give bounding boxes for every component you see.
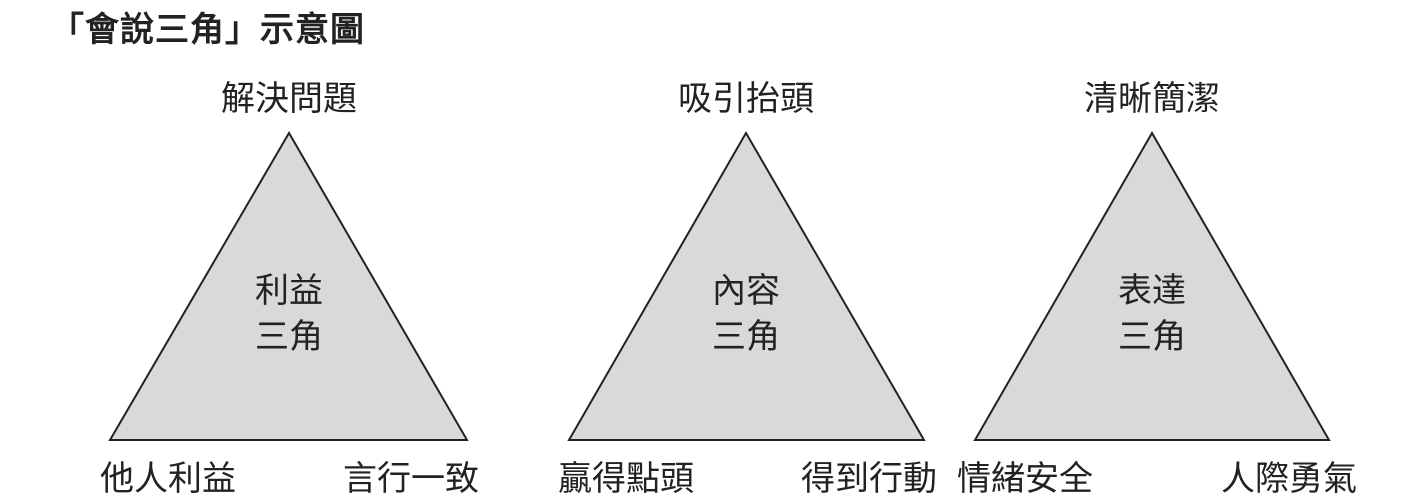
- triangle-center-label-line2: 三角: [712, 317, 780, 357]
- vertex-label-bottom-right: 言行一致: [343, 459, 479, 497]
- triangle-center-label-line1: 利益: [255, 271, 323, 311]
- triangle-center-label-line2: 三角: [1118, 317, 1186, 357]
- triangle-group-content: 吸引抬頭 內容 三角 贏得點頭 得到行動: [558, 79, 937, 497]
- vertex-label-top: 吸引抬頭: [678, 79, 814, 119]
- triangle-center-label-line1: 內容: [712, 271, 780, 311]
- vertex-label-bottom-left: 贏得點頭: [558, 459, 694, 497]
- vertex-label-top: 解決問題: [221, 79, 357, 119]
- vertex-label-bottom-right: 人際勇氣: [1221, 459, 1357, 497]
- triangle-benefit: [108, 131, 469, 441]
- triangle-content: [567, 131, 926, 441]
- diagram-title: 「會說三角」示意圖: [50, 10, 365, 50]
- triangle-group-expression: 清晰簡潔 表達 三角 情緒安全 人際勇氣: [957, 79, 1357, 497]
- vertex-label-top: 清晰簡潔: [1084, 79, 1220, 119]
- vertex-label-bottom-right: 得到行動: [801, 459, 937, 497]
- triangle-group-benefit: 解決問題 利益 三角 他人利益 言行一致: [100, 79, 479, 497]
- triangle-center-label-line2: 三角: [255, 317, 323, 357]
- vertex-label-bottom-left: 他人利益: [100, 459, 236, 497]
- triangle-center-label-line1: 表達: [1118, 271, 1186, 311]
- vertex-label-bottom-left: 情緒安全: [957, 459, 1093, 497]
- triangle-expression: [973, 130, 1331, 441]
